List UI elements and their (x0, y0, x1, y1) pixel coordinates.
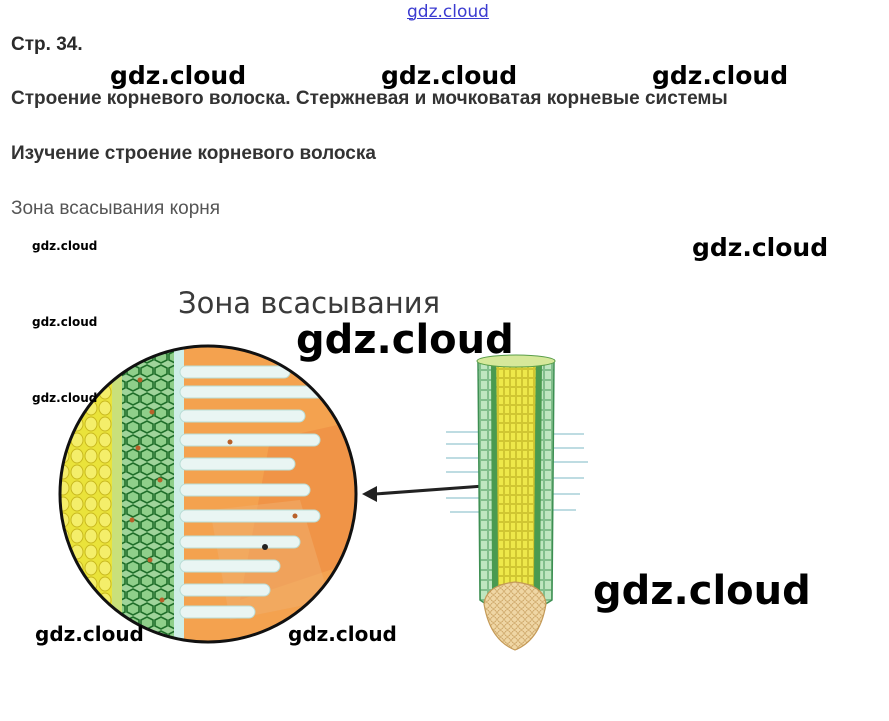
site-link[interactable]: gdz.cloud (407, 2, 489, 22)
watermark: gdz.cloud (110, 61, 247, 90)
topic-heading: Строение корневого волоска. Стержневая и… (11, 88, 728, 109)
lab-title: Изучение строение корневого волоска (11, 143, 376, 164)
figure-title: Зона всасывания (178, 286, 441, 320)
watermark: gdz.cloud (32, 315, 98, 329)
watermark: gdz.cloud (288, 622, 397, 646)
watermark: gdz.cloud (652, 61, 789, 90)
watermark: gdz.cloud (35, 622, 144, 646)
watermark: gdz.cloud (381, 61, 518, 90)
magnifier-outline (58, 344, 358, 644)
root-diagram (446, 354, 588, 651)
watermark: gdz.cloud (32, 239, 98, 253)
root-cap (483, 581, 547, 651)
magnified-circle (60, 346, 356, 642)
watermark: gdz.cloud (692, 233, 829, 262)
watermark: gdz.cloud (593, 568, 811, 614)
pointer-arrow (362, 484, 485, 502)
watermark: gdz.cloud (32, 391, 98, 405)
page-number: Стр. 34. (11, 34, 83, 55)
cortex-cells (122, 346, 178, 642)
watermark: gdz.cloud (296, 317, 514, 363)
section-subtitle: Зона всасывания корня (11, 198, 221, 219)
root-hairs (179, 365, 331, 619)
